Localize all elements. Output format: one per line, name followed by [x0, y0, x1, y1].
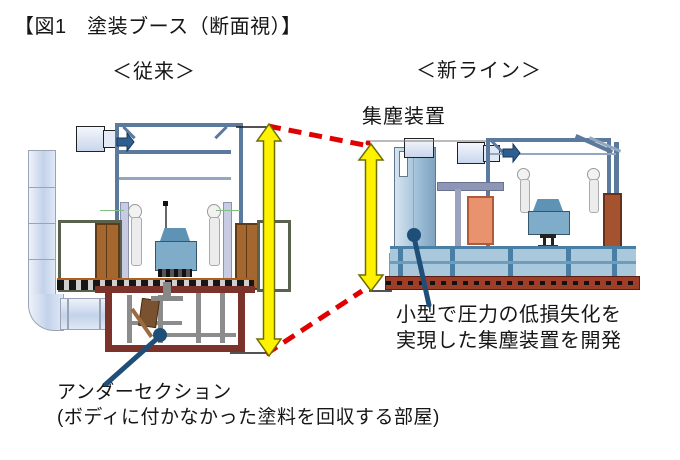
- callout-under-section-line2: (ボディに付かなかった塗料を回収する部屋): [57, 407, 440, 428]
- side-scaffold-left: [58, 220, 122, 292]
- under-beam: [158, 295, 163, 343]
- platform-midline: [390, 261, 636, 264]
- exhaust-duct-vertical: [28, 150, 56, 296]
- label-dust-collector: 集塵装置: [362, 106, 446, 128]
- lift-crossbar: [151, 296, 183, 301]
- panel-seam: [246, 225, 247, 288]
- tower-seam: [413, 148, 414, 254]
- height-comparison-dash-bottom: [264, 288, 364, 357]
- robot-arm: [131, 217, 142, 266]
- robot-arm: [520, 179, 530, 213]
- under-beam: [127, 295, 132, 343]
- supply-fan-unit: [76, 126, 105, 152]
- callout-under-section: アンダーセクション (ボディに付かなかった塗料を回収する部屋): [57, 380, 440, 430]
- car-body-roof: [160, 228, 190, 241]
- robot-arm: [589, 179, 599, 213]
- duct-joint: [29, 223, 55, 224]
- label-new-line: ＜新ライン＞: [416, 60, 542, 82]
- under-beam: [220, 293, 225, 343]
- paint-robot-new-left: [516, 168, 532, 213]
- under-beam: [158, 333, 236, 337]
- tower-top-unit: [404, 138, 434, 158]
- car-body-new: [528, 211, 570, 235]
- height-comparison-dash-top: [267, 123, 365, 148]
- duct-joint: [29, 259, 55, 260]
- paint-robot-right: [204, 204, 221, 266]
- car-support-top: [540, 234, 556, 238]
- robot-arm: [209, 217, 220, 266]
- salmon-panel: [467, 196, 494, 245]
- exhaust-duct-elbow: [28, 294, 64, 331]
- figure-title: 【図1 塗装ブース（断面視）】: [14, 16, 302, 38]
- panel-seam: [106, 225, 107, 288]
- brown-panel-new: [603, 193, 622, 251]
- duct-joint: [29, 187, 55, 188]
- under-section-lip-right: [243, 286, 255, 293]
- tower-inlet-notch: [399, 151, 408, 177]
- floor-base-new: [385, 276, 640, 290]
- booth-frame-conventional: [115, 123, 243, 292]
- paint-robot-new-right: [584, 168, 600, 213]
- lift-shaft: [163, 282, 171, 298]
- car-sled: [158, 269, 192, 277]
- service-post: [455, 189, 461, 251]
- callout-under-section-line1: アンダーセクション: [57, 382, 232, 403]
- callout-compact-collector: 小型で圧力の低損失化を 実現した集塵装置を開発: [396, 302, 622, 354]
- height-arrow-new: [357, 142, 385, 293]
- car-body-roof-new: [533, 199, 563, 211]
- side-scaffold-right: [257, 220, 291, 292]
- supply-fan-unit-new: [457, 142, 485, 164]
- under-section-lip-left: [95, 286, 107, 293]
- label-conventional: ＜従来＞: [112, 61, 196, 83]
- booth-wall-strip: [223, 202, 232, 288]
- service-beam: [437, 182, 504, 191]
- filter-ceiling-beam: [119, 177, 231, 180]
- exhaust-duct-horizontal: [60, 298, 110, 330]
- platform-rail: [390, 246, 636, 249]
- dash-anchor-dot: [365, 140, 371, 146]
- base-grating-dots: [386, 281, 639, 285]
- platform-deck: [390, 249, 636, 276]
- under-beam: [196, 293, 201, 343]
- duct-flange: [99, 299, 101, 329]
- car-support-leg: [543, 238, 546, 246]
- paint-robot-left: [127, 204, 144, 266]
- car-body: [155, 241, 197, 271]
- callout-compact-collector-line1: 小型で圧力の低損失化を: [396, 304, 622, 326]
- sensor-tip: [163, 201, 168, 206]
- sensor-pole: [165, 206, 167, 232]
- frame-crossbeam: [490, 153, 616, 155]
- duct-flange: [67, 299, 69, 329]
- guide-line: [100, 210, 124, 211]
- car-support-leg: [551, 238, 554, 246]
- guide-line: [216, 210, 240, 211]
- plenum-beam: [119, 150, 231, 154]
- callout-compact-collector-line2: 実現した集塵装置を開発: [396, 330, 622, 352]
